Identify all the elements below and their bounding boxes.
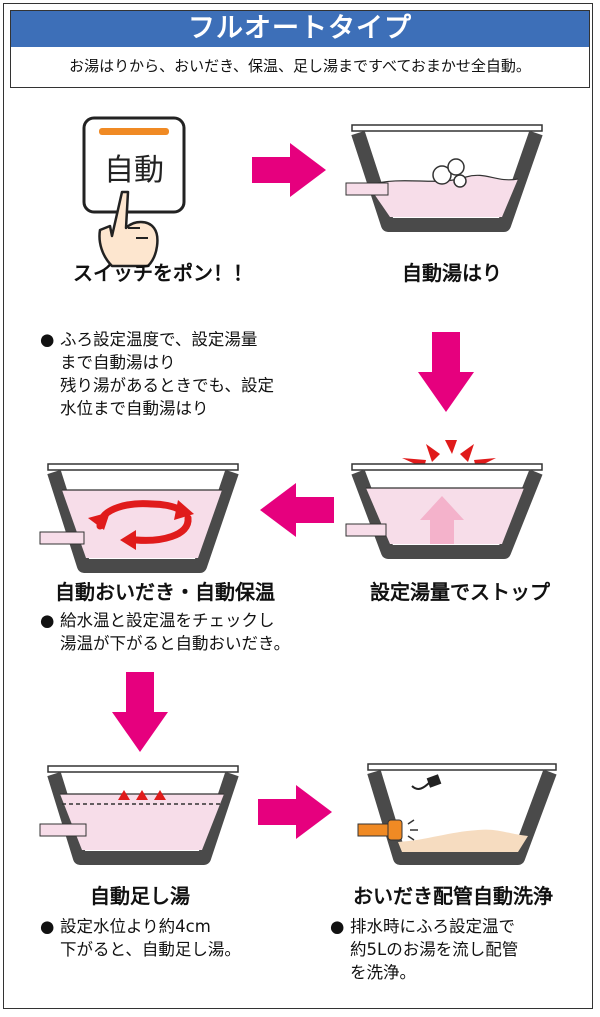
auto-button-illustration: 自動 bbox=[82, 116, 186, 268]
arrow-left-1 bbox=[260, 483, 334, 537]
top-up-tub bbox=[39, 765, 239, 865]
switch-label: スイッチをポン！！ bbox=[73, 261, 253, 285]
arrow-right-2 bbox=[258, 785, 332, 839]
finger-pointer-icon bbox=[98, 190, 159, 268]
auto-fill-note: ● ふろ設定温度で、設定湯量 まで自動湯はり 残り湯があるときでも、設定 水位ま… bbox=[40, 330, 275, 418]
upward-arrow-icon bbox=[420, 496, 464, 544]
warning-triangles-icon bbox=[118, 790, 166, 800]
reheat-note: ● 給水温と設定温をチェックし 湯温が下がると自動おいだき。 bbox=[40, 611, 291, 653]
top-up-label: 自動足し湯 bbox=[90, 884, 190, 908]
reheat-label: 自動おいだき・自動保温 bbox=[55, 580, 275, 604]
stop-label: 設定湯量でストップ bbox=[370, 580, 550, 604]
reheat-tub bbox=[39, 463, 239, 573]
arrow-down-2 bbox=[112, 672, 168, 752]
page-subtitle: お湯はりから、おいだき、保温、足し湯まですべておまかせ全自動。 bbox=[69, 57, 531, 75]
hose-icon bbox=[357, 819, 403, 841]
auto-fill-label: 自動湯はり bbox=[402, 261, 502, 285]
pipe-clean-label: おいだき配管自動洗浄 bbox=[353, 884, 553, 908]
drain-plug-icon bbox=[411, 774, 442, 790]
button-text: 自動 bbox=[104, 153, 164, 188]
pipe-clean-tub bbox=[357, 763, 557, 865]
arrow-down-1 bbox=[418, 332, 474, 412]
header: フルオートタイプ お湯はりから、おいだき、保温、足し湯まですべておまかせ全自動。 bbox=[10, 10, 590, 88]
auto-fill-tub bbox=[345, 124, 543, 232]
bullet: ● bbox=[40, 330, 55, 349]
arrow-right-1 bbox=[252, 143, 326, 197]
top-up-note: ● 設定水位より約4cm 下がると、自動足し湯。 bbox=[40, 917, 241, 959]
stop-tub bbox=[345, 440, 543, 559]
page-title: フルオートタイプ bbox=[11, 11, 589, 47]
bubbles-icon bbox=[432, 158, 467, 188]
pipe-clean-note: ● 排水時にふろ設定温で 約5Lのお湯を流し配管 を洗浄。 bbox=[330, 917, 519, 982]
panel-frame bbox=[3, 3, 593, 1009]
